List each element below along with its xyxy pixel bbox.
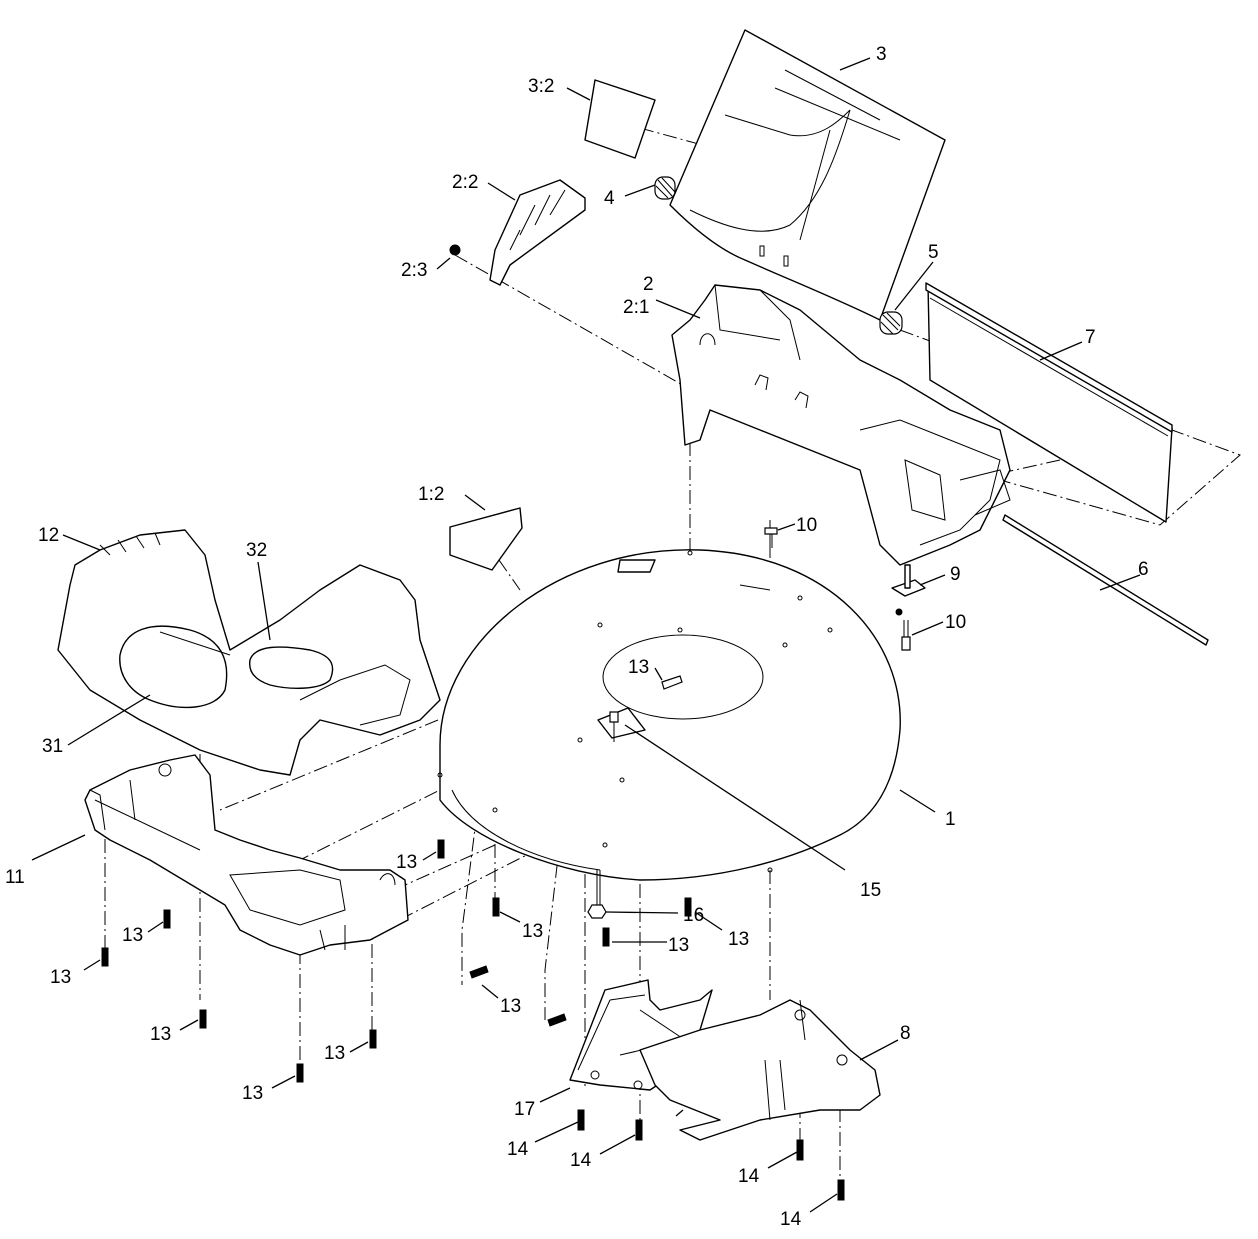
callout-3: 3 bbox=[876, 44, 887, 65]
leader-lines bbox=[31, 57, 1141, 1213]
side-guard-8 bbox=[639, 999, 881, 1141]
decal-3-2 bbox=[584, 79, 656, 159]
callout-1: 1 bbox=[945, 809, 956, 830]
callout-17: 17 bbox=[514, 1099, 535, 1120]
spring-5 bbox=[879, 311, 903, 335]
callout-13-d: 13 bbox=[150, 1024, 171, 1045]
hinge-plate bbox=[489, 179, 586, 286]
spring-4 bbox=[654, 176, 676, 200]
callout-7: 7 bbox=[1085, 327, 1096, 348]
callout-13-g: 13 bbox=[522, 921, 543, 942]
callout-13-a: 13 bbox=[396, 852, 417, 873]
screw-2-3 bbox=[449, 244, 461, 256]
rod-6 bbox=[1002, 514, 1209, 646]
callout-12: 12 bbox=[38, 525, 59, 546]
callout-2-1: 2:1 bbox=[623, 297, 649, 318]
callout-8: 8 bbox=[900, 1023, 911, 1044]
callout-14-d: 14 bbox=[780, 1209, 802, 1230]
rear-guard bbox=[925, 282, 1173, 523]
callout-32: 32 bbox=[246, 540, 267, 561]
callout-2-3: 2:3 bbox=[401, 260, 427, 281]
callout-10-bottom: 10 bbox=[945, 612, 966, 633]
callout-4: 4 bbox=[604, 188, 615, 209]
callout-9: 9 bbox=[950, 564, 961, 585]
callout-14-a: 14 bbox=[507, 1139, 529, 1160]
callout-1-2: 1:2 bbox=[418, 484, 444, 505]
callout-10-top: 10 bbox=[796, 515, 817, 536]
callout-6: 6 bbox=[1138, 559, 1149, 580]
callout-16: 16 bbox=[683, 905, 704, 926]
callout-13-j: 13 bbox=[728, 929, 749, 950]
grass-flap bbox=[669, 29, 946, 321]
callout-labels: 3 3:2 2:2 2:3 4 5 2 2:1 7 6 9 10 10 1:2 … bbox=[5, 44, 1149, 1230]
callout-13-h: 13 bbox=[500, 996, 521, 1017]
callout-14-b: 14 bbox=[570, 1150, 592, 1171]
front-hood bbox=[57, 529, 441, 776]
bracket-9 bbox=[891, 564, 926, 597]
callout-2-2: 2:2 bbox=[452, 172, 478, 193]
fasteners bbox=[101, 527, 911, 1201]
callout-14-c: 14 bbox=[738, 1166, 760, 1187]
callout-13-center: 13 bbox=[628, 657, 649, 678]
callout-13-c: 13 bbox=[50, 967, 71, 988]
callout-13-b: 13 bbox=[122, 925, 143, 946]
callout-11: 11 bbox=[5, 867, 25, 888]
callout-31: 31 bbox=[42, 736, 63, 757]
callout-13-f: 13 bbox=[242, 1083, 263, 1104]
callout-15: 15 bbox=[860, 880, 881, 901]
callout-3-2: 3:2 bbox=[528, 76, 554, 97]
callout-5: 5 bbox=[928, 242, 939, 263]
decal-1-2 bbox=[449, 507, 523, 571]
callout-13-e: 13 bbox=[324, 1043, 345, 1064]
rear-housing bbox=[671, 284, 1011, 566]
front-frame bbox=[84, 754, 409, 956]
callout-2: 2 bbox=[643, 274, 654, 295]
mower-deck bbox=[437, 549, 901, 881]
callout-13-i: 13 bbox=[668, 935, 689, 956]
